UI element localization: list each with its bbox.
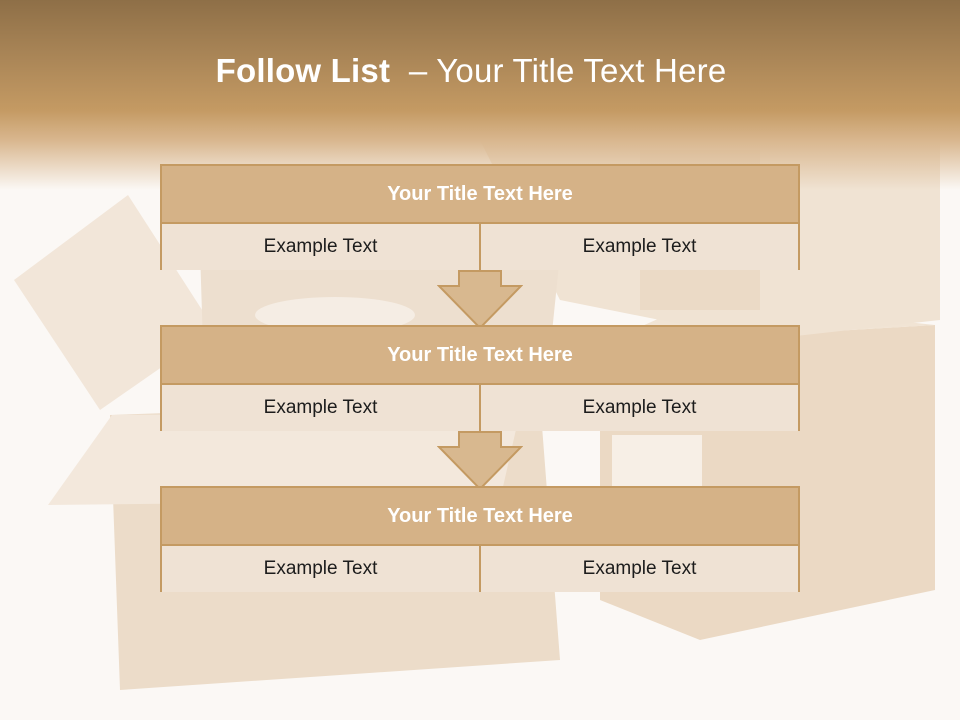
down-arrow-icon [437,270,523,330]
list-block-1: Your Title Text Here Example Text Exampl… [160,164,800,270]
block-row: Example Text Example Text [162,546,798,592]
block-cell-left: Example Text [263,397,378,418]
block-title: Your Title Text Here [162,327,798,385]
block-title: Your Title Text Here [162,166,798,224]
block-row: Example Text Example Text [162,224,798,270]
block-cell-right: Example Text [479,546,798,592]
block-title: Your Title Text Here [162,488,798,546]
title-rest: – Your Title Text Here [408,52,727,89]
down-arrow-icon [437,431,523,491]
block-row: Example Text Example Text [162,385,798,431]
page-title: Follow List – Your Title Text Here [0,52,942,90]
title-bold: Follow List [215,52,391,89]
header-band [0,0,960,190]
block-cell-right: Example Text [479,385,798,431]
list-block-3: Your Title Text Here Example Text Exampl… [160,486,800,592]
list-block-2: Your Title Text Here Example Text Exampl… [160,325,800,431]
block-cell-left: Example Text [263,558,378,579]
block-cell-right: Example Text [479,224,798,270]
block-cell-left: Example Text [263,236,378,257]
